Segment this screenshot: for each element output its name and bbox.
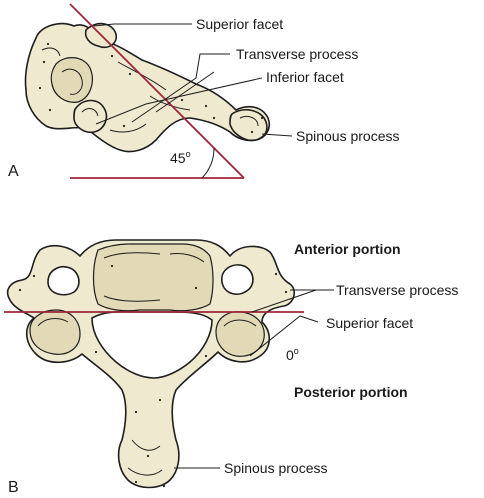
vertebra-lateral-spinous-tip	[229, 109, 268, 142]
leader-inferior-facet-a	[95, 77, 263, 125]
label-superior-facet-b: Superior facet	[326, 315, 413, 331]
leader-angle-0	[249, 315, 301, 357]
reference-line-a-diagonal	[69, 3, 245, 179]
leader-superior-facet-b	[299, 315, 319, 323]
label-anterior-portion: Anterior portion	[294, 241, 401, 257]
transverse-foramen-left	[47, 266, 80, 296]
angle-label-0: 0o	[286, 346, 299, 363]
panel-a: Superior facet Transverse process Inferi…	[8, 3, 400, 180]
vertebra-lateral-inferior-process	[73, 99, 108, 134]
vertebra-lateral-pedicle	[50, 57, 93, 103]
label-spinous-process-a: Spinous process	[296, 128, 400, 144]
transverse-foramen-right	[221, 264, 254, 295]
leader-spinous-process-a	[261, 133, 293, 137]
label-posterior-portion: Posterior portion	[294, 384, 408, 400]
superior-facet-left-b	[29, 309, 81, 355]
label-spinous-process-b: Spinous process	[224, 460, 328, 476]
label-superior-facet-a: Superior facet	[196, 16, 283, 32]
angle-label-45: 45o	[170, 149, 191, 166]
leader-transverse-process-a	[195, 53, 230, 79]
superior-facet-right-b	[215, 311, 265, 357]
label-transverse-process-b: Transverse process	[336, 282, 458, 298]
leader-superior-facet-a	[93, 23, 192, 27]
panel-b: Anterior portion Transverse process Supe…	[4, 239, 458, 496]
label-transverse-process-a: Transverse process	[236, 46, 358, 62]
panel-letter-b: B	[8, 479, 19, 496]
vertebral-body-b	[92, 243, 214, 312]
panel-letter-a: A	[8, 163, 19, 180]
facet-plane-line-2	[155, 71, 215, 113]
label-inferior-facet-a: Inferior facet	[266, 69, 344, 85]
leader-transverse-process-b-lower	[251, 289, 317, 313]
angle-arc-45	[201, 147, 215, 179]
